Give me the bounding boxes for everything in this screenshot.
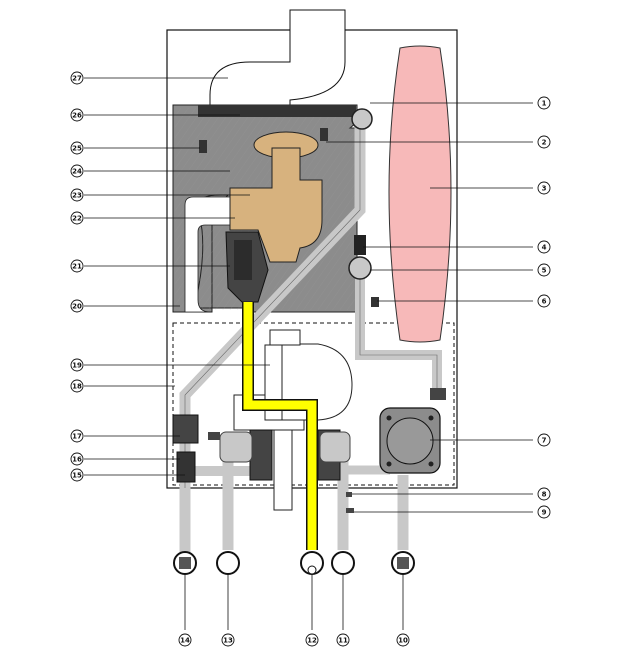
callout-11-marker bbox=[336, 633, 350, 647]
callout-1-label: 1 bbox=[542, 100, 547, 108]
callout-7-label: 7 bbox=[542, 437, 547, 445]
callout-23-label: 23 bbox=[72, 192, 82, 200]
callout-27-label: 27 bbox=[72, 75, 82, 83]
callout-26-marker bbox=[70, 108, 84, 122]
callout-18-marker bbox=[70, 379, 84, 393]
fitting-13 bbox=[216, 551, 240, 575]
callout-25-marker bbox=[70, 141, 84, 155]
callout-22-marker bbox=[70, 211, 84, 225]
joint-5 bbox=[348, 256, 372, 280]
dhw-block-left bbox=[249, 429, 273, 481]
callout-4-label: 4 bbox=[542, 244, 547, 252]
callout-group: 1234567891011121314151617181920212223242… bbox=[70, 71, 551, 647]
callout-16-label: 16 bbox=[72, 456, 82, 464]
callout-10-label: 10 bbox=[398, 637, 408, 645]
burner-fan bbox=[229, 147, 323, 263]
expansion-vessel bbox=[388, 45, 452, 343]
callout-8-label: 8 bbox=[542, 491, 547, 499]
callout-27-marker bbox=[70, 71, 84, 85]
callout-22-label: 22 bbox=[72, 215, 82, 223]
valve-16 bbox=[176, 451, 196, 483]
callout-20-marker bbox=[70, 299, 84, 313]
callout-26-label: 26 bbox=[72, 112, 82, 120]
sensor-6 bbox=[371, 297, 379, 307]
callout-11-label: 11 bbox=[338, 637, 348, 645]
callout-1-marker bbox=[537, 96, 551, 110]
callout-5-marker bbox=[537, 263, 551, 277]
leader-lines bbox=[84, 77, 533, 630]
callout-10-marker bbox=[396, 633, 410, 647]
callout-13-marker bbox=[221, 633, 235, 647]
callout-15-marker bbox=[70, 468, 84, 482]
joint-1 bbox=[351, 108, 373, 130]
callout-24-marker bbox=[70, 164, 84, 178]
callout-3-label: 3 bbox=[542, 185, 547, 193]
callout-5-label: 5 bbox=[542, 267, 547, 275]
callout-17-marker bbox=[70, 429, 84, 443]
fitting-11 bbox=[331, 551, 355, 575]
flue-hood bbox=[198, 105, 356, 117]
callout-21-label: 21 bbox=[72, 263, 82, 271]
callout-15-label: 15 bbox=[72, 472, 82, 480]
sensor-4 bbox=[354, 235, 366, 255]
pipe-13-bend bbox=[219, 431, 253, 463]
callout-6-marker bbox=[537, 294, 551, 308]
callout-20-label: 20 bbox=[72, 303, 82, 311]
valve-17 bbox=[172, 414, 199, 444]
callout-6-label: 6 bbox=[542, 298, 547, 306]
callout-4-marker bbox=[537, 240, 551, 254]
callout-18-label: 18 bbox=[72, 383, 82, 391]
callout-21-marker bbox=[70, 259, 84, 273]
callout-2-marker bbox=[537, 135, 551, 149]
callout-14-marker bbox=[178, 633, 192, 647]
callout-2-label: 2 bbox=[542, 139, 547, 147]
callout-25-label: 25 bbox=[72, 145, 82, 153]
callout-24-label: 24 bbox=[72, 168, 82, 176]
callout-9-marker bbox=[537, 505, 551, 519]
callout-9-label: 9 bbox=[542, 509, 547, 517]
callout-12-marker bbox=[305, 633, 319, 647]
callout-17-label: 17 bbox=[72, 433, 82, 441]
sensor-25 bbox=[199, 140, 207, 153]
heat-exchanger-pocket bbox=[184, 196, 233, 313]
callout-7-marker bbox=[537, 433, 551, 447]
callout-8-marker bbox=[537, 487, 551, 501]
callout-16-marker bbox=[70, 452, 84, 466]
callout-14-label: 14 bbox=[180, 637, 190, 645]
callout-23-marker bbox=[70, 188, 84, 202]
sensor-2 bbox=[320, 128, 328, 141]
callout-3-marker bbox=[537, 181, 551, 195]
pipe-11-bend bbox=[319, 431, 351, 463]
callout-19-label: 19 bbox=[72, 362, 82, 370]
callout-13-label: 13 bbox=[223, 637, 233, 645]
callout-12-label: 12 bbox=[307, 637, 317, 645]
callout-19-marker bbox=[70, 358, 84, 372]
